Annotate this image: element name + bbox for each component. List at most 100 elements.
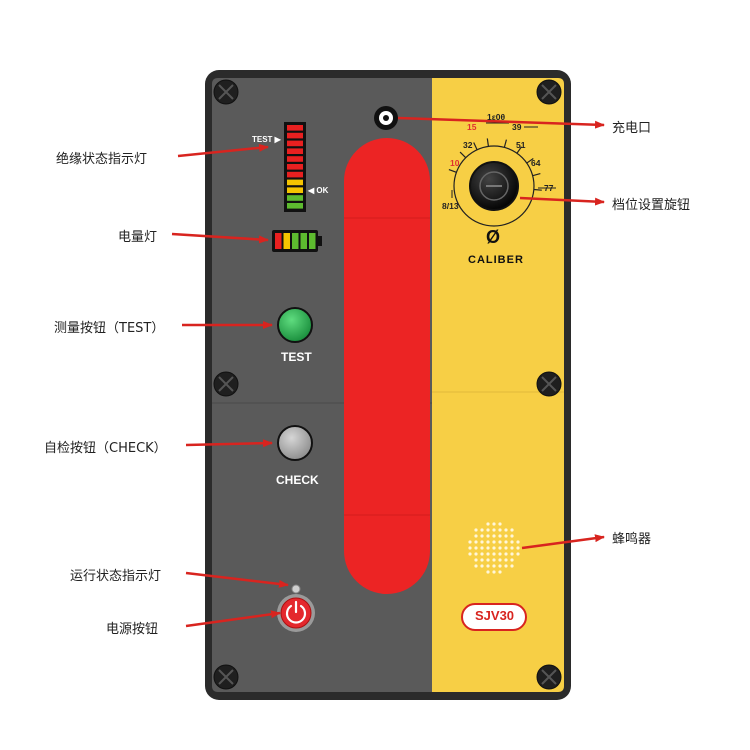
buzzer-hole <box>498 534 502 538</box>
power-button[interactable] <box>277 594 315 632</box>
dial-setting: 64 <box>531 158 541 168</box>
buzzer-hole <box>498 546 502 550</box>
callout-arrow <box>519 196 605 206</box>
insulation-led-segment <box>287 164 303 170</box>
dial-setting: 10 <box>450 158 460 168</box>
callout-arrow <box>185 610 281 628</box>
caliber-symbol: Ø <box>486 227 501 247</box>
screw-icon <box>213 371 239 397</box>
buzzer-hole <box>516 546 520 550</box>
buzzer-hole <box>486 570 490 574</box>
buzzer-hole <box>480 558 484 562</box>
buzzer-hole <box>474 564 478 568</box>
buzzer-hole <box>474 534 478 538</box>
insulation-led-segment <box>287 171 303 178</box>
buzzer-hole <box>492 558 496 562</box>
callout-power-button: 电源按钮 <box>106 622 159 637</box>
buzzer-hole <box>474 528 478 532</box>
battery-led <box>272 230 322 252</box>
callout-buzzer: 蜂鸣器 <box>612 532 652 547</box>
screw-icon <box>536 371 562 397</box>
caliber-knob[interactable] <box>469 161 519 211</box>
model-badge <box>461 603 527 631</box>
dial-tick <box>486 138 490 147</box>
buzzer-hole <box>486 552 490 556</box>
insulation-led-segment <box>287 156 303 162</box>
battery-led-segment <box>309 233 316 249</box>
buzzer-hole <box>504 552 508 556</box>
buzzer-hole <box>468 552 472 556</box>
buzzer-hole <box>492 564 496 568</box>
callout-arrow <box>521 534 605 550</box>
buzzer-hole <box>498 522 502 526</box>
bar-ok-text: OK <box>316 186 329 195</box>
callout-arrow <box>171 232 269 244</box>
buzzer-grille <box>468 522 520 574</box>
callout-check-button: 自检按钮（CHECK） <box>44 441 167 456</box>
buzzer-hole <box>504 546 508 550</box>
buzzer-hole <box>492 534 496 538</box>
buzzer-hole <box>504 528 508 532</box>
buzzer-hole <box>492 522 496 526</box>
battery-led-segment <box>283 233 290 249</box>
dial-setting: 1ε0θ <box>487 112 506 122</box>
screw-icon <box>213 79 239 105</box>
buzzer-hole <box>480 546 484 550</box>
buzzer-hole <box>474 558 478 562</box>
dial-setting: 32 <box>463 140 473 150</box>
buzzer-hole <box>480 528 484 532</box>
buzzer-hole <box>498 564 502 568</box>
battery-led-segment <box>275 233 282 249</box>
buzzer-hole <box>510 546 514 550</box>
buzzer-hole <box>486 540 490 544</box>
insulation-led-segment <box>287 125 303 131</box>
buzzer-hole <box>498 528 502 532</box>
buzzer-hole <box>510 540 514 544</box>
callout-insulation-led: 绝缘状态指示灯 <box>56 152 148 167</box>
bar-ok-label: ◀ OK <box>308 186 329 195</box>
caliber-label: CALIBER <box>468 254 524 266</box>
callout-arrow <box>397 116 605 129</box>
bar-test-label: TEST ▶ <box>252 135 281 144</box>
insulation-led-segment <box>287 203 303 209</box>
insulation-led-segment <box>287 179 303 186</box>
screw-icon <box>213 664 239 690</box>
buzzer-hole <box>468 540 472 544</box>
test-label: TEST <box>281 350 312 364</box>
dial-tick <box>516 146 523 154</box>
check-label: CHECK <box>276 473 319 487</box>
dial-setting: 77 <box>544 183 554 193</box>
caliber-dial <box>448 122 556 227</box>
buzzer-hole <box>504 558 508 562</box>
buzzer-hole <box>510 558 514 562</box>
buzzer-hole <box>510 528 514 532</box>
dial-setting: 51 <box>516 140 526 150</box>
dial-tick <box>526 157 534 164</box>
test-button[interactable] <box>277 307 313 343</box>
buzzer-hole <box>510 552 514 556</box>
dial-tick <box>473 142 478 151</box>
buzzer-hole <box>486 528 490 532</box>
buzzer-hole <box>516 552 520 556</box>
insulation-status-led-bar <box>284 122 306 212</box>
callout-charge-port: 充电口 <box>612 121 652 136</box>
red-window <box>344 138 430 594</box>
power-icon <box>285 604 307 624</box>
buzzer-hole <box>498 552 502 556</box>
buzzer-hole <box>474 540 478 544</box>
check-button[interactable] <box>277 425 313 461</box>
battery-led-segment <box>300 233 307 249</box>
buzzer-hole <box>480 552 484 556</box>
dial-tick <box>532 172 541 177</box>
bar-test-text: TEST <box>252 135 273 144</box>
buzzer-hole <box>498 540 502 544</box>
charge-port[interactable] <box>374 106 398 130</box>
buzzer-hole <box>498 570 502 574</box>
insulation-led-segment <box>287 140 303 147</box>
callout-arrow <box>185 439 273 448</box>
dial-tick <box>533 188 542 191</box>
buzzer-hole <box>486 546 490 550</box>
run-status-led <box>291 584 301 594</box>
insulation-led-segment <box>287 187 303 193</box>
